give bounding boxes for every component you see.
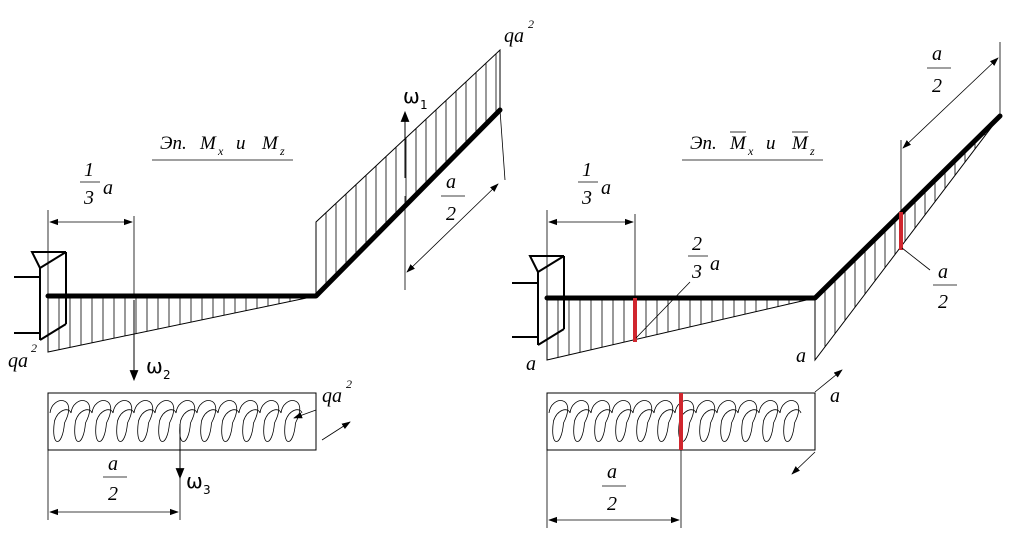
third-a: a xyxy=(103,177,113,199)
svg-text:M: M xyxy=(729,133,747,154)
omega3-label: ω xyxy=(186,469,203,493)
left-dimensions xyxy=(47,109,506,520)
a-corner-label: a xyxy=(796,345,806,367)
half-bottom-num: a xyxy=(108,453,118,475)
omega1-label: ω xyxy=(403,84,420,108)
svg-text:z: z xyxy=(279,144,285,158)
svg-text:Эп.: Эп. xyxy=(160,133,187,154)
left-diagonal-diagram xyxy=(315,48,501,296)
left-moment-triangle xyxy=(47,295,317,353)
svg-text:Эп.: Эп. xyxy=(690,133,717,154)
right-wall-support xyxy=(512,255,565,346)
left-torque-diagram xyxy=(47,392,317,451)
right-labels: 1 3 a 2 3 a a a a a 2 a 2 a 2 xyxy=(526,43,957,515)
svg-text:3: 3 xyxy=(203,483,211,497)
omega2-label: ω xyxy=(146,354,163,378)
third-den: 3 xyxy=(83,187,94,209)
two-third-a: a xyxy=(710,253,720,275)
svg-text:x: x xyxy=(747,144,754,158)
r-third-num: 1 xyxy=(582,159,592,181)
right-title: Эп. M x и M z xyxy=(682,131,823,161)
svg-text:x: x xyxy=(217,144,224,158)
half-top-den: 2 xyxy=(932,75,942,97)
half-diag-den: 2 xyxy=(938,291,948,313)
svg-text:и: и xyxy=(236,133,246,154)
two-third-den: 3 xyxy=(691,261,702,283)
r-half-bottom-den: 2 xyxy=(607,493,617,515)
a-left-label: a xyxy=(526,353,536,375)
svg-text:M: M xyxy=(199,133,217,154)
qa2-left-label: qa xyxy=(8,350,28,372)
third-num: 1 xyxy=(84,159,94,181)
half-top-num: a xyxy=(932,43,942,65)
left-diagram: Эп. M x и M z qa 2 qa 2 qa 2 1 3 a a 2 xyxy=(8,17,534,520)
right-moment-triangle xyxy=(546,297,816,361)
left-title: Эп. M x и M z xyxy=(152,133,293,161)
svg-text:M: M xyxy=(261,133,279,154)
r-half-bottom-num: a xyxy=(607,461,617,483)
svg-text:2: 2 xyxy=(163,368,171,382)
half-bottom-den: 2 xyxy=(108,483,118,505)
a-arrow-label: a xyxy=(830,385,840,407)
left-wall-support xyxy=(14,251,67,341)
half-right-num: a xyxy=(446,171,456,193)
half-diag-num: a xyxy=(938,261,948,283)
svg-text:1: 1 xyxy=(420,98,428,112)
right-dimensions xyxy=(546,42,1001,528)
svg-text:2: 2 xyxy=(31,341,37,355)
right-diagonal-diagram xyxy=(814,115,1001,362)
half-right-den: 2 xyxy=(446,203,456,225)
qa2-right-label: qa xyxy=(322,385,342,407)
svg-text:M: M xyxy=(791,133,809,154)
left-beam xyxy=(45,107,503,299)
svg-text:2: 2 xyxy=(346,377,352,391)
svg-text:и: и xyxy=(766,133,776,154)
right-diagram: Эп. M x и M z 1 3 a 2 3 a a a a a xyxy=(512,42,1003,528)
spring-loops xyxy=(548,400,802,442)
left-labels: qa 2 qa 2 qa 2 1 3 a a 2 a 2 ω 1 ω 2 ω xyxy=(8,17,534,505)
svg-text:2: 2 xyxy=(528,17,534,31)
qa2-top-label: qa xyxy=(504,25,524,47)
left-omega-arrows xyxy=(129,110,410,480)
spring-loops xyxy=(49,400,303,442)
right-torque-diagram xyxy=(546,392,816,451)
r-third-a: a xyxy=(601,177,611,199)
r-third-den: 3 xyxy=(581,187,592,209)
svg-text:z: z xyxy=(809,144,815,158)
two-third-num: 2 xyxy=(692,233,702,255)
